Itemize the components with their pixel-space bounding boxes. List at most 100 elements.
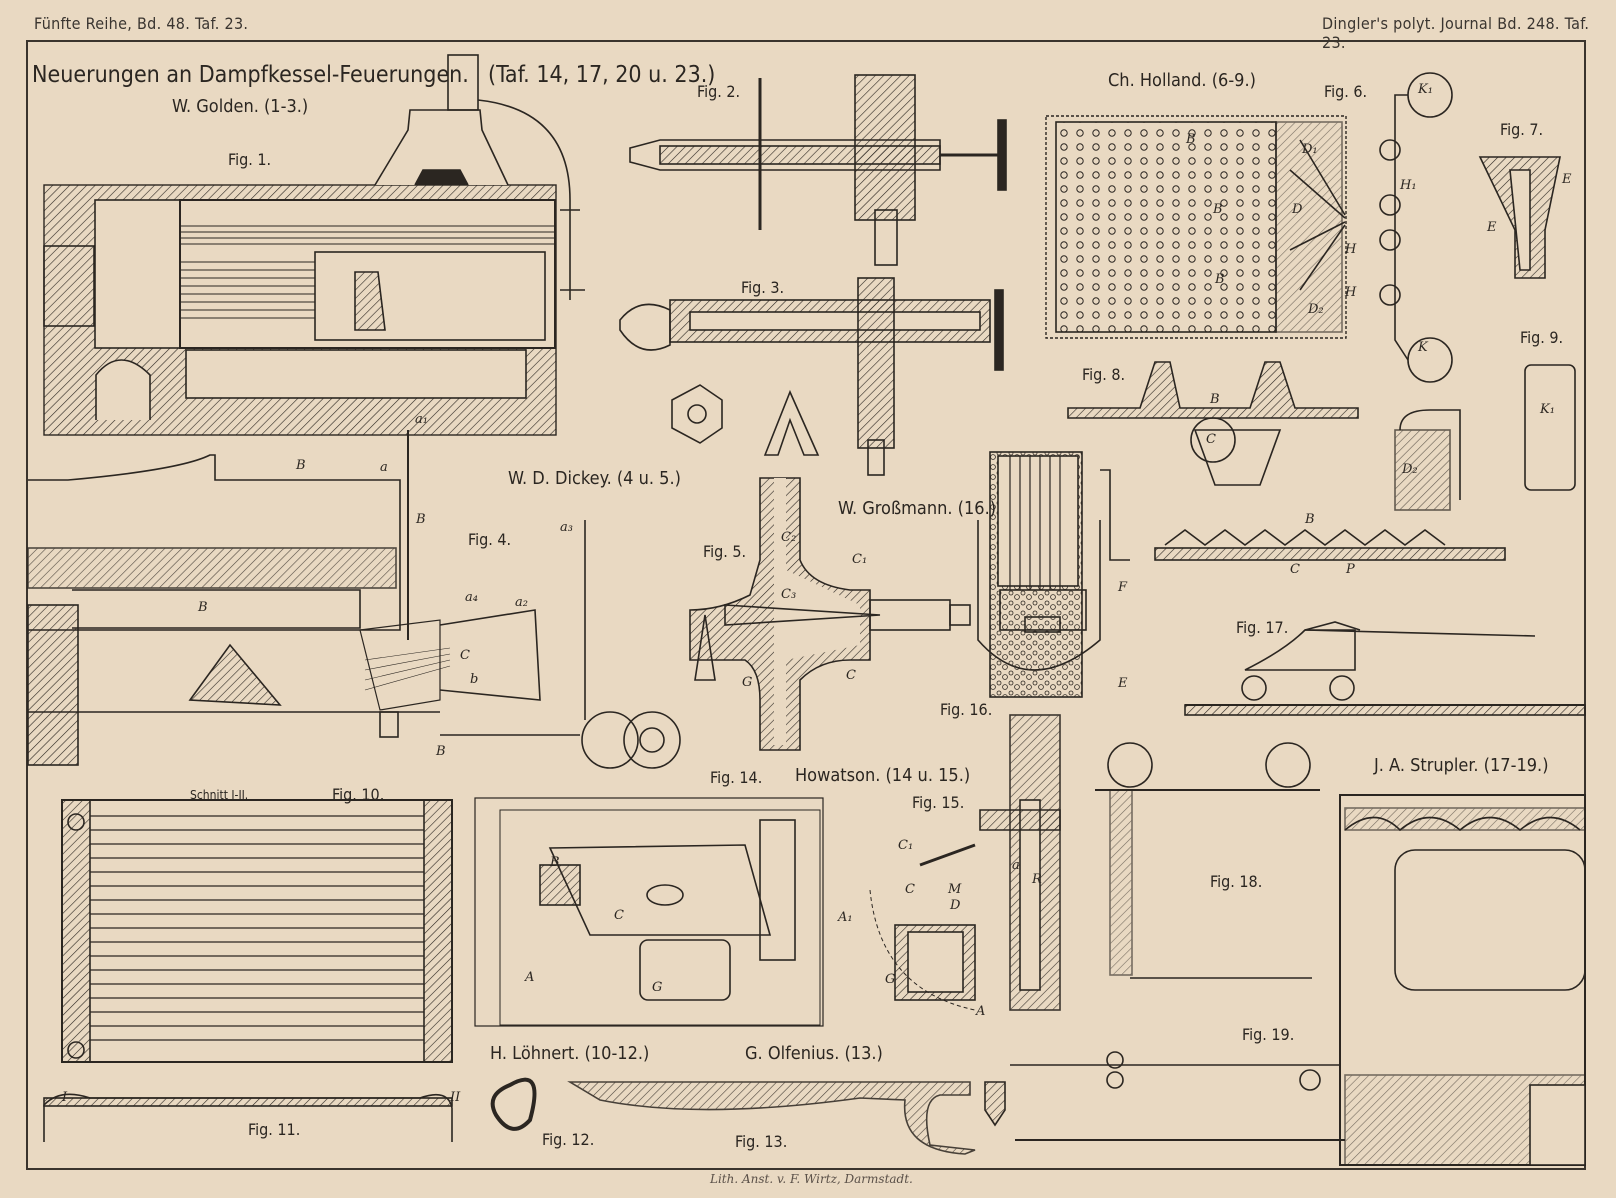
letter-C3-fig5: C₃ [781,587,797,602]
letter-D-fig15: D [950,898,961,913]
section-label: Schnitt I-II. [190,788,249,802]
letter-C-fig8: C [1206,432,1216,447]
fig16-label: Fig. 16. [940,700,993,719]
letter-C-fig15: C [905,882,915,897]
fig14-furnace-door [474,797,824,1027]
letter-E2-fig7: E [1487,220,1497,235]
letter-A1-fig15: A₁ [838,910,853,925]
author-golden: W. Golden. (1-3.) [172,96,309,117]
fig12-ring [490,1077,537,1131]
fig2-label: Fig. 2. [697,82,741,101]
fig17-label: Fig. 17. [1236,618,1289,637]
letter-B4-fig4: B [436,744,446,759]
letter-B3-fig4: B [198,600,208,615]
letter-K1-fig9: K₁ [1540,402,1555,417]
letter-E-fig7: E [1562,172,1572,187]
letter-K-fig6: K [1418,340,1428,355]
fig15-mechanism [869,714,1061,1011]
fig4-furnace-drawing [27,430,681,769]
letter-C-fig9: C [1290,562,1300,577]
letter-C2-fig5: C₂ [781,530,797,545]
letter-a4-fig4: a₄ [465,590,478,605]
fig8-label: Fig. 8. [1082,365,1126,384]
author-grossmann: W. Großmann. (16.) [838,498,997,519]
letter-H-fig6: H [1345,242,1357,257]
letter-D-fig6: D [1292,202,1303,217]
plate-header-left: Fünfte Reihe, Bd. 48. Taf. 23. [34,14,249,33]
letter-B-fig4: B [296,458,306,473]
fig6-label: Fig. 6. [1324,82,1368,101]
fig16-boiler-section [977,451,1130,698]
letter-C-fig14: C [614,908,624,923]
letter-G-fig5: G [742,675,753,690]
plate-title: Neuerungen an Dampfkessel-Feuerungen. [32,62,469,88]
fig15-label: Fig. 15. [912,793,965,812]
letter-B2-fig6: B [1213,202,1223,217]
fig19-label: Fig. 19. [1242,1025,1295,1044]
fig12-label: Fig. 12. [542,1130,595,1149]
fig19-boiler-section [1010,794,1586,1166]
letter-H2-fig6: H [1345,285,1357,300]
fig18-label: Fig. 18. [1210,872,1263,891]
fig7-label: Fig. 7. [1500,120,1544,139]
author-olfenius: G. Olfenius. (13.) [745,1043,883,1064]
fig9-apparatus-drawing [1154,364,1576,561]
fig4-label: Fig. 4. [468,530,512,549]
fig3-label: Fig. 3. [741,278,785,297]
letter-D2-fig6: D₂ [1308,302,1324,317]
fig1-boiler-drawing [43,54,585,436]
letter-K1-fig6: K₁ [1418,82,1433,97]
letter-a-fig4: a [380,460,388,475]
letter-II-fig11: II [450,1090,461,1105]
letter-a2-fig4: a₂ [515,595,528,610]
letter-C-fig5: C [846,668,856,683]
letter-a1-fig4: a₁ [415,412,428,427]
plate-title-refs: (Taf. 14, 17, 20 u. 23.) [488,62,716,88]
fig5-label: Fig. 5. [703,542,747,561]
fig8-grate-section [1067,361,1359,486]
letter-F-fig16: F [1118,580,1128,595]
letter-G-fig15: G [885,972,896,987]
fig9-label: Fig. 9. [1520,328,1564,347]
fig17-cart-drawing [1184,621,1586,716]
lithographer-imprint: Lith. Anst. v. F. Wirtz, Darmstadt. [710,1172,913,1186]
letter-B2-fig4: B [416,512,426,527]
letter-B-fig9: B [1305,512,1315,527]
fig1-label: Fig. 1. [228,150,272,169]
fig11-section [43,1093,453,1142]
letter-P-fig9: P [1346,562,1355,577]
plate-frame [26,40,1586,1170]
letter-I-fig11: I [62,1090,68,1105]
letter-M-fig15: M [948,882,962,897]
letter-C1-fig15: C₁ [898,838,914,853]
letter-B3-fig6: B [1215,272,1225,287]
fig3-nozzle-drawing [619,277,1004,476]
author-dickey: W. D. Dickey. (4 u. 5.) [508,468,681,489]
letter-B-fig14: B [550,855,560,870]
letter-E-fig16: E [1118,676,1128,691]
author-lohnert: H. Löhnert. (10-12.) [490,1043,650,1064]
author-holland: Ch. Holland. (6-9.) [1108,70,1256,91]
letter-a-fig15: a [1012,858,1020,873]
letter-C1-fig5: C₁ [852,552,868,567]
letter-H1-fig6: H₁ [1400,178,1417,193]
letter-D2-fig9: D₂ [1402,462,1418,477]
letter-D1-fig6: D₁ [1302,142,1318,157]
letter-b-fig4: b [470,672,479,687]
plate-header-right: Dingler's polyt. Journal Bd. 248. Taf. 2… [1322,14,1590,52]
letter-C-fig4: C [460,648,470,663]
author-howatson: Howatson. (14 u. 15.) [795,765,971,786]
fig10-tube-boiler [61,799,453,1063]
letter-B-fig6: B [1186,132,1196,147]
fig7-nozzle-drawing [1478,156,1561,279]
letter-a3-fig4: a₃ [560,520,573,535]
fig2-nozzle-drawing [629,74,1007,266]
fig11-label: Fig. 11. [248,1120,301,1139]
fig5-injector-section [689,477,971,751]
author-strupler: J. A. Strupler. (17-19.) [1374,755,1549,776]
fig6-grate-plan [1045,72,1453,383]
fig14-label: Fig. 14. [710,768,763,787]
letter-A-fig15: A [976,1004,986,1019]
fig10-label: Fig. 10. [332,785,385,804]
